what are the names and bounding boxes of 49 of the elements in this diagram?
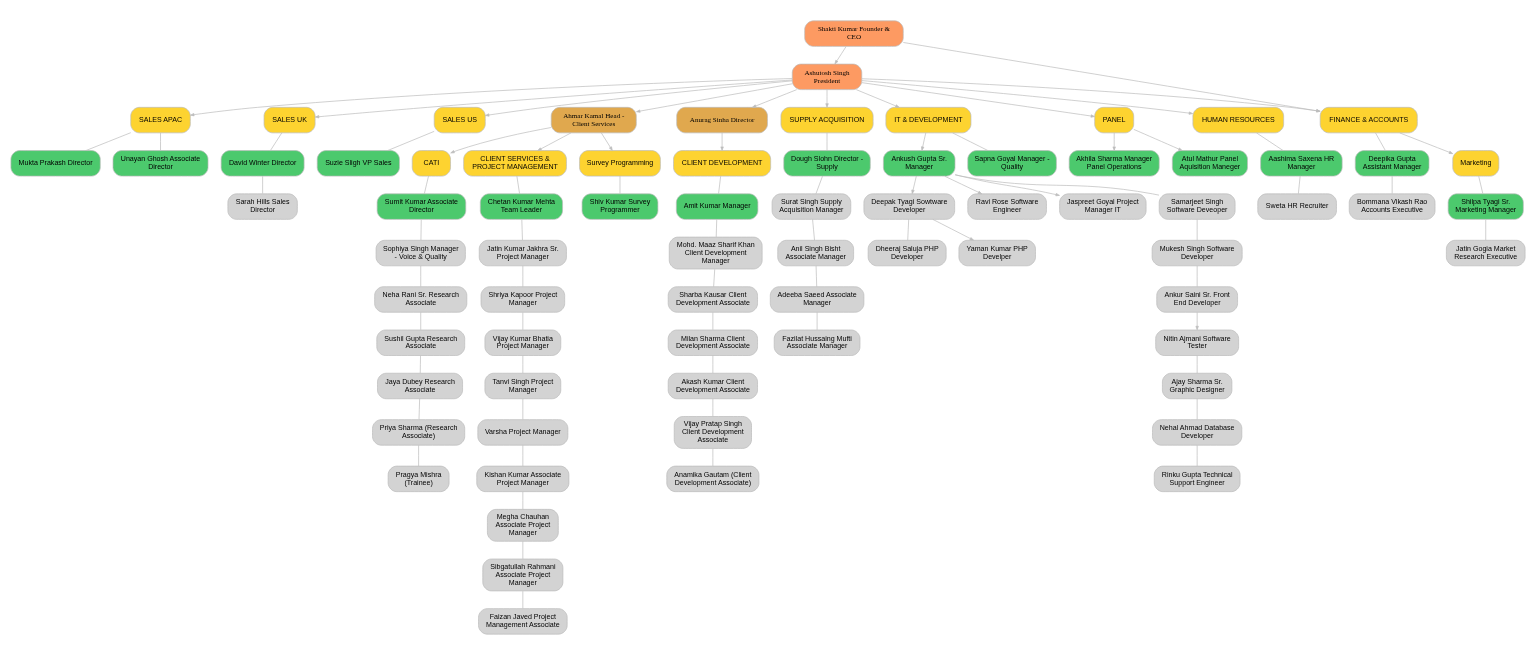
arrow	[752, 88, 798, 108]
connector	[907, 218, 910, 241]
arrow	[921, 132, 927, 151]
arrow	[932, 218, 974, 241]
connector	[270, 132, 283, 151]
arrow	[861, 81, 1095, 118]
arrow	[861, 77, 1321, 112]
connector	[262, 175, 263, 194]
connector	[387, 130, 435, 151]
arrow	[537, 132, 572, 151]
arrow	[944, 175, 983, 194]
arrow	[902, 41, 1321, 112]
arrow	[636, 82, 793, 113]
connector	[420, 311, 422, 330]
connector	[424, 175, 429, 194]
connector	[418, 444, 419, 466]
arrow	[601, 132, 613, 151]
connector	[419, 354, 421, 373]
arrow	[1133, 128, 1183, 151]
arrow	[314, 79, 793, 118]
connector	[1298, 175, 1301, 194]
connector	[1478, 175, 1484, 194]
connector	[160, 132, 161, 151]
arrow	[1112, 132, 1116, 151]
arrow	[450, 126, 552, 153]
connector	[954, 174, 1160, 195]
connector	[815, 175, 823, 194]
connector	[521, 218, 523, 241]
connector	[1256, 132, 1284, 151]
arrow	[834, 45, 847, 64]
arrow	[954, 173, 1060, 196]
connector	[718, 175, 721, 194]
arrow	[485, 79, 793, 117]
connector	[516, 175, 520, 194]
connector	[1485, 218, 1487, 241]
connector	[812, 218, 815, 241]
connector	[420, 264, 422, 287]
connector	[815, 264, 818, 287]
connector	[418, 397, 420, 420]
arrow	[861, 79, 1194, 115]
arrow	[856, 88, 900, 108]
connector	[1375, 132, 1386, 151]
connector	[952, 132, 989, 151]
arrow	[1399, 132, 1454, 154]
connector	[85, 131, 132, 151]
arrow	[190, 77, 793, 116]
connector	[715, 218, 718, 237]
connector	[713, 268, 716, 287]
arrow	[911, 175, 917, 194]
